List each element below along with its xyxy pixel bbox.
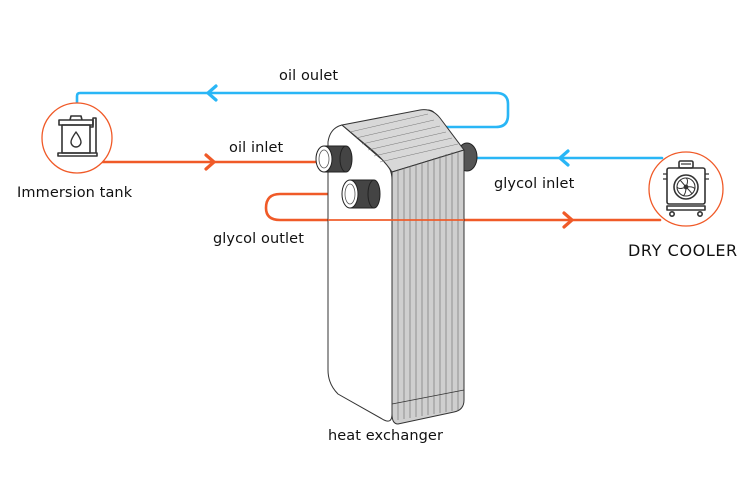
glycol-inlet-arrow-icon (558, 149, 570, 167)
oil-tank-icon (57, 115, 98, 157)
oil-inlet-arrow-icon (204, 153, 216, 171)
oil-inlet-label: oil inlet (229, 140, 284, 156)
heat-exchanger-label: heat exchanger (328, 428, 444, 444)
oil-inlet-port (315, 145, 353, 173)
glycol-outlet-label: glycol outlet (213, 231, 304, 247)
oil-outlet-pipe (75, 91, 510, 129)
glycol-outlet-arrow-icon (562, 211, 574, 229)
immersion-tank-label: Immersion tank (17, 185, 133, 201)
dry-cooler-node[interactable] (648, 151, 724, 227)
glycol-outlet-port (341, 179, 381, 209)
plate-heat-exchanger-icon (315, 109, 478, 425)
oil-outlet-arrow-icon (206, 84, 218, 102)
oil-outlet-label: oil oulet (279, 68, 339, 84)
dry-cooler-icon (663, 160, 709, 218)
dry-cooler-label: DRY COOLER (628, 241, 738, 260)
glycol-outlet-pipe (264, 192, 662, 222)
immersion-tank-node[interactable] (41, 102, 113, 174)
glycol-inlet-label: glycol inlet (494, 176, 575, 192)
